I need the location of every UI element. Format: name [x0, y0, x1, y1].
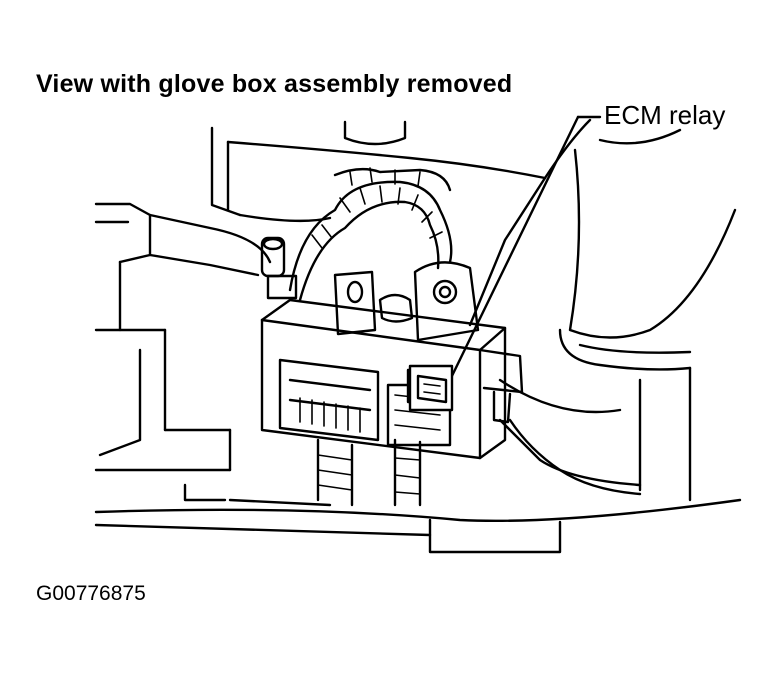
- relay-junction-block: [260, 298, 507, 460]
- figure-id: G00776875: [36, 582, 146, 605]
- ecm-relay-callout-label: ECM relay: [604, 100, 726, 130]
- lower-dash-frame: [94, 483, 742, 554]
- wiring-harness-lower: [316, 438, 422, 507]
- dashboard-upper-panel: [210, 118, 592, 223]
- diagram-title: View with glove box assembly removed: [36, 70, 513, 98]
- ecm-relay: [408, 364, 454, 412]
- wiring-harness-upper: [288, 167, 453, 302]
- right-dash-panel: [468, 128, 737, 502]
- relay-mounting-plate: [333, 261, 480, 342]
- fastener-pin: [260, 236, 298, 300]
- left-mounting-bracket: [94, 202, 272, 472]
- right-connector: [478, 348, 642, 496]
